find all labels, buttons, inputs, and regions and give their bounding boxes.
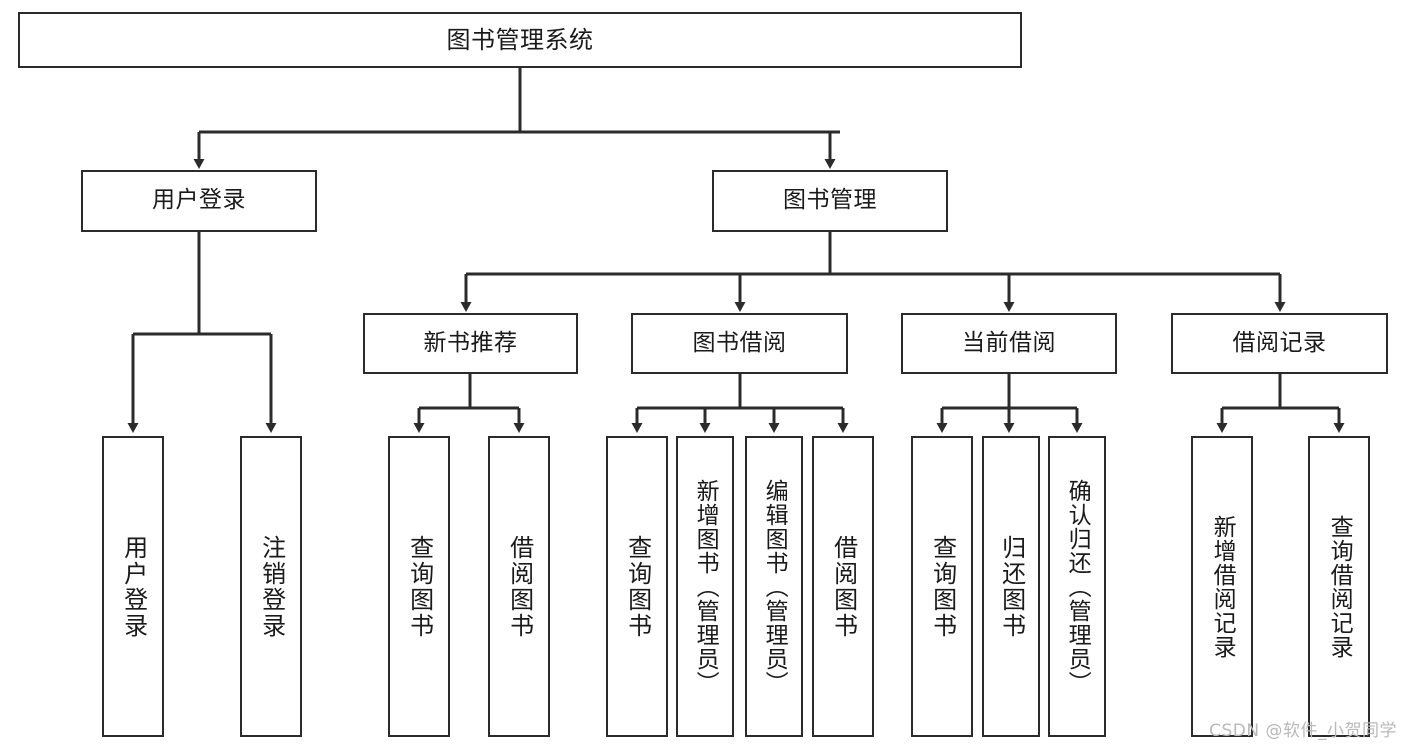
node-label: 查询图书 — [405, 534, 434, 639]
node-label: 新书推荐 — [423, 329, 518, 356]
leaf-user-login[interactable]: 用户登录 — [102, 436, 164, 737]
node-borrow-record[interactable]: 借阅记录 — [1171, 313, 1388, 374]
leaf-add-borrow-record[interactable]: 新增借阅记录 — [1191, 436, 1253, 737]
leaf-query-book-2[interactable]: 查询图书 — [606, 436, 668, 737]
node-label: 注销登录 — [257, 534, 286, 639]
leaf-return-book[interactable]: 归还图书 — [982, 436, 1040, 737]
node-label: 归还图书 — [997, 534, 1026, 639]
node-label: 图书管理系统 — [446, 25, 594, 54]
leaf-query-borrow-record[interactable]: 查询借阅记录 — [1308, 436, 1370, 737]
node-label: 查询图书 — [623, 534, 652, 639]
node-label: 图书管理 — [783, 187, 877, 214]
node-label: 借阅图书 — [829, 534, 858, 639]
node-label: 新增图书（管理员） — [692, 478, 719, 695]
node-new-book-recommend[interactable]: 新书推荐 — [363, 313, 578, 374]
node-label: 借阅记录 — [1232, 329, 1327, 356]
node-label: 新增借阅记录 — [1209, 514, 1236, 659]
node-label: 用户登录 — [152, 187, 246, 214]
node-label: 当前借阅 — [962, 329, 1056, 356]
leaf-confirm-return-admin[interactable]: 确认归还（管理员） — [1048, 436, 1106, 737]
node-label: 编辑图书（管理员） — [761, 478, 788, 695]
leaf-add-book-admin[interactable]: 新增图书（管理员） — [676, 436, 734, 737]
leaf-borrow-book-2[interactable]: 借阅图书 — [812, 436, 874, 737]
node-label: 图书借阅 — [692, 329, 787, 356]
leaf-query-book-3[interactable]: 查询图书 — [911, 436, 973, 737]
node-current-borrow[interactable]: 当前借阅 — [901, 313, 1117, 374]
node-user-login[interactable]: 用户登录 — [81, 170, 317, 232]
leaf-borrow-book-1[interactable]: 借阅图书 — [488, 436, 550, 737]
node-label: 查询借阅记录 — [1326, 514, 1353, 659]
node-book-borrow[interactable]: 图书借阅 — [631, 313, 848, 374]
leaf-logout-login[interactable]: 注销登录 — [240, 436, 302, 737]
node-label: 确认归还（管理员） — [1064, 478, 1091, 695]
leaf-query-book-1[interactable]: 查询图书 — [388, 436, 450, 737]
node-label: 用户登录 — [119, 534, 148, 639]
node-book-management[interactable]: 图书管理 — [712, 170, 948, 232]
leaf-edit-book-admin[interactable]: 编辑图书（管理员） — [745, 436, 803, 737]
node-label: 借阅图书 — [505, 534, 534, 639]
node-root-system[interactable]: 图书管理系统 — [18, 12, 1022, 68]
node-label: 查询图书 — [928, 534, 957, 639]
